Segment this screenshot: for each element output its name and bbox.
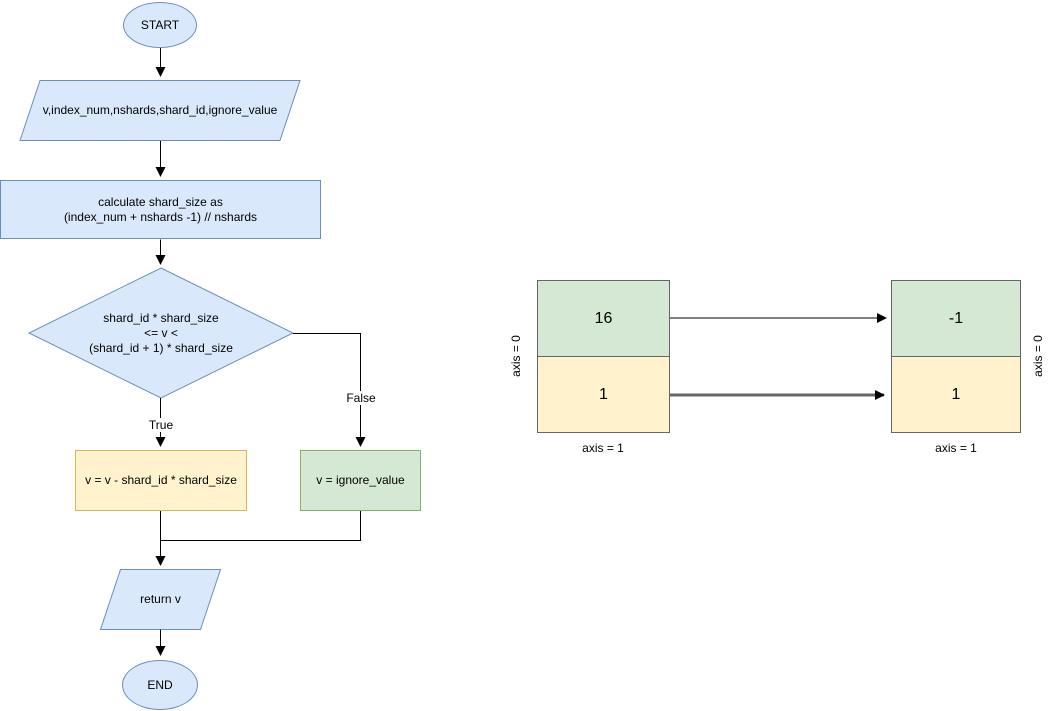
result-table: -1 1 [891, 280, 1021, 433]
source-table: 16 1 [537, 280, 670, 433]
true-branch-label: True [145, 418, 177, 432]
result-cell-0-value: -1 [948, 309, 964, 327]
source-table-row-0: 16 [538, 281, 669, 357]
false-branch-label: False [343, 391, 379, 405]
connector-decision-false [293, 333, 366, 447]
end-label: END [147, 677, 173, 692]
result-table-row-1: 1 [892, 357, 1020, 432]
start-node: START [123, 2, 197, 48]
start-label: START [140, 17, 180, 32]
source-axis1-label: axis = 1 [582, 441, 624, 455]
source-cell-1-value: 1 [599, 385, 608, 403]
source-axis0-label: axis = 0 [509, 335, 523, 377]
result-table-row-0: -1 [892, 281, 1020, 357]
result-axis1-label: axis = 1 [935, 441, 977, 455]
process-node: calculate shard_size as (index_num + nsh… [0, 180, 321, 239]
connector-false-merge [160, 510, 361, 541]
end-node: END [122, 660, 198, 710]
decision-diamond-shape [27, 267, 295, 399]
false-action-text: v = ignore_value [316, 473, 405, 487]
true-action-node: v = v - shard_id * shard_size [75, 450, 247, 511]
return-parallelogram-shape [99, 569, 222, 630]
false-action-node: v = ignore_value [300, 450, 421, 511]
source-cell-0-value: 16 [594, 309, 613, 327]
true-action-text: v = v - shard_id * shard_size [85, 473, 237, 487]
source-table-row-1: 1 [538, 357, 669, 432]
result-cell-1-value: 1 [951, 385, 961, 403]
input-parallelogram-shape [19, 80, 301, 141]
result-axis0-label: axis = 0 [1031, 335, 1045, 377]
